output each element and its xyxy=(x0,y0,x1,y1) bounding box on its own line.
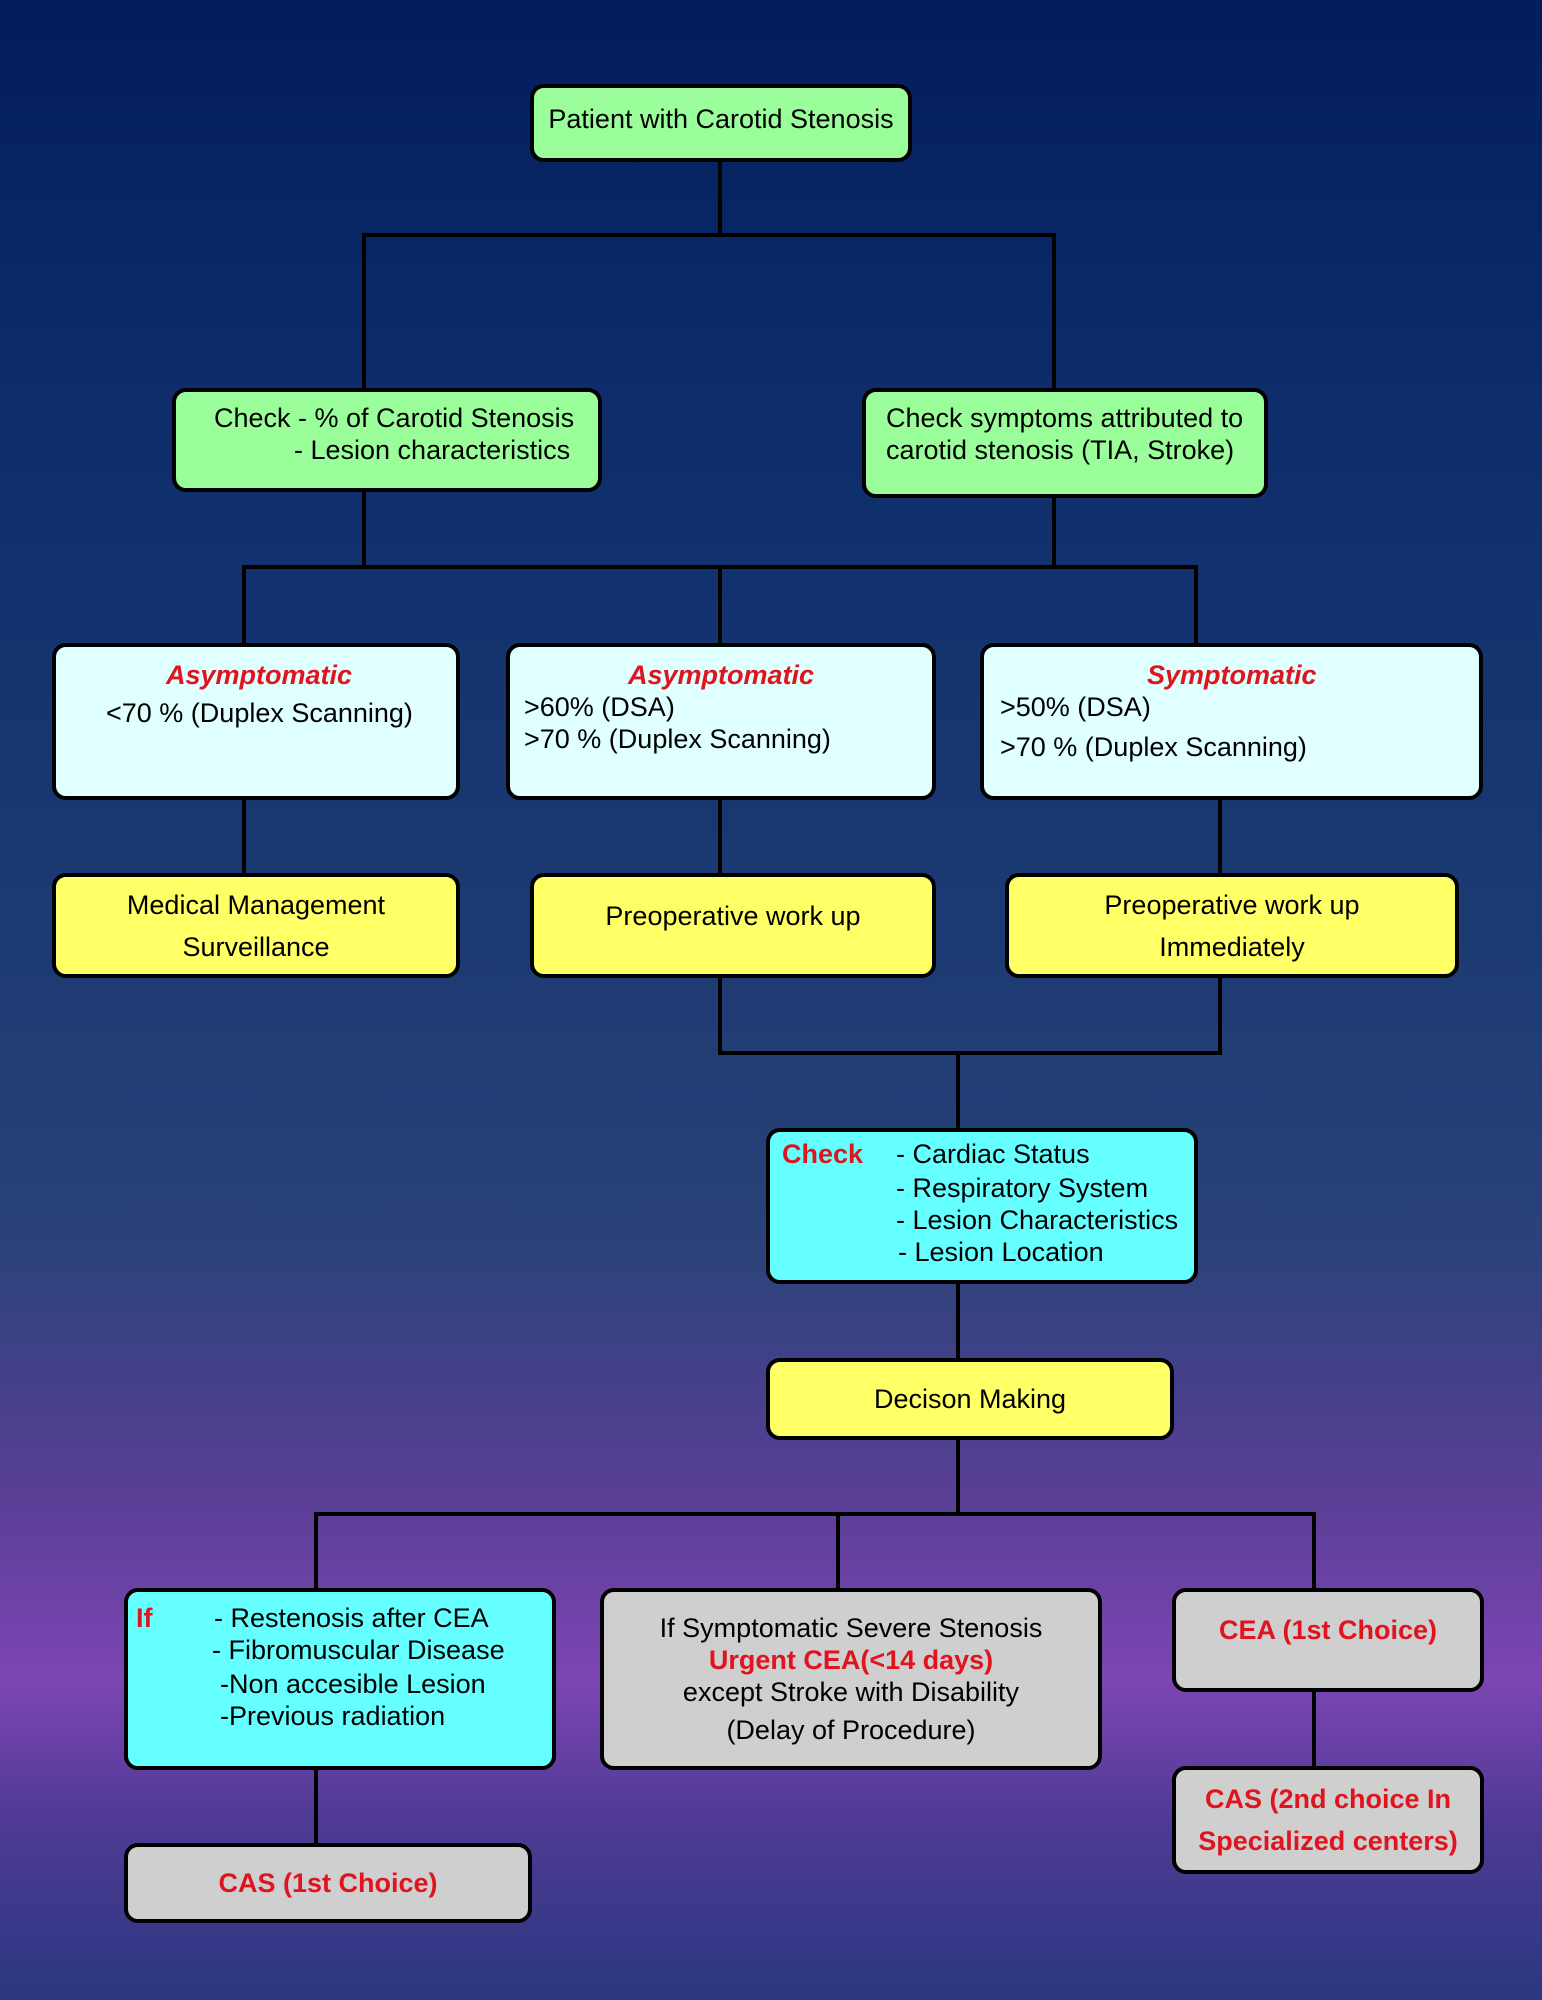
node-heading: Asymptomatic xyxy=(166,660,353,690)
node-line-1: Check symptoms attributed to xyxy=(886,403,1244,433)
node-patient-with-carotid-stenosis: Patient with Carotid Stenosis xyxy=(530,84,912,162)
node-item: - Fibromuscular Disease xyxy=(212,1635,505,1665)
node-item: - Lesion Location xyxy=(898,1237,1104,1267)
node-line-1: >60% (DSA) xyxy=(524,692,675,722)
node-label: Check xyxy=(782,1139,864,1169)
node-line-2: Immediately xyxy=(1159,931,1305,962)
node-text: CAS (1st Choice) xyxy=(218,1867,438,1898)
node-line-1: Medical Management xyxy=(126,889,386,920)
node-check-symptoms: Check symptoms attributed to carotid ste… xyxy=(862,388,1268,498)
node-item: - Restenosis after CEA xyxy=(214,1603,489,1633)
node-item: -Non accesible Lesion xyxy=(220,1669,486,1699)
node-line-1: Check - % of Carotid Stenosis xyxy=(214,403,575,433)
node-line-1: >50% (DSA) xyxy=(1000,692,1151,722)
node-asymptomatic-low: Asymptomatic <70 % (Duplex Scanning) xyxy=(52,643,460,800)
connector-decision-split xyxy=(314,1436,1316,1592)
node-decision-making: Decison Making xyxy=(766,1358,1174,1440)
node-preoperative-immediately: Preoperative work up Immediately xyxy=(1005,873,1459,978)
node-line-1: If Symptomatic Severe Stenosis xyxy=(659,1613,1043,1643)
node-line-1: Preoperative work up xyxy=(1104,889,1360,920)
node-label: If xyxy=(136,1603,153,1633)
connector-root-split xyxy=(362,158,1056,392)
node-check-stenosis: Check - % of Carotid Stenosis - Lesion c… xyxy=(172,388,602,492)
node-line-1: CAS (2nd choice In xyxy=(1204,1784,1452,1814)
node-text: CEA (1st Choice) xyxy=(1218,1614,1438,1645)
node-item: - Lesion Characteristics xyxy=(896,1205,1179,1235)
node-item: -Previous radiation xyxy=(220,1701,446,1731)
node-preoperative-work-up: Preoperative work up xyxy=(530,873,936,978)
connector-level3-down xyxy=(242,796,1222,877)
node-line-4: (Delay of Procedure) xyxy=(726,1715,976,1745)
node-text: Patient with Carotid Stenosis xyxy=(548,103,894,134)
connector-preop-merge xyxy=(718,974,1222,1132)
node-heading: Symptomatic xyxy=(1147,660,1317,690)
node-cas-second-choice: CAS (2nd choice In Specialized centers) xyxy=(1172,1766,1484,1874)
node-text: Decison Making xyxy=(873,1383,1067,1414)
node-line-2: Specialized centers) xyxy=(1198,1826,1458,1856)
node-line-2: >70 % (Duplex Scanning) xyxy=(1000,732,1307,762)
node-item: - Cardiac Status xyxy=(896,1139,1090,1169)
node-text: Preoperative work up xyxy=(605,901,861,931)
node-symptomatic: Symptomatic >50% (DSA) >70 % (Duplex Sca… xyxy=(980,643,1483,800)
node-item: - Respiratory System xyxy=(896,1173,1149,1203)
node-line-2: carotid stenosis (TIA, Stroke) xyxy=(886,435,1235,465)
node-line-3: except Stroke with Disability xyxy=(682,1677,1020,1707)
node-cea-first-choice: CEA (1st Choice) xyxy=(1172,1588,1484,1692)
node-line-2: Surveillance xyxy=(182,931,330,962)
node-line-2: Urgent CEA(<14 days) xyxy=(708,1645,994,1675)
node-urgent-cea: If Symptomatic Severe Stenosis Urgent CE… xyxy=(600,1588,1102,1770)
node-medical-management: Medical Management Surveillance xyxy=(52,873,460,978)
node-line-2: - Lesion characteristics xyxy=(294,435,571,465)
connector-level2-split xyxy=(242,488,1198,647)
node-asymptomatic-high: Asymptomatic >60% (DSA) >70 % (Duplex Sc… xyxy=(506,643,936,800)
node-line-2: >70 % (Duplex Scanning) xyxy=(524,724,831,754)
node-if-conditions: If - Restenosis after CEA - Fibromuscula… xyxy=(124,1588,556,1770)
node-check-status: Check - Cardiac Status - Respiratory Sys… xyxy=(766,1128,1198,1284)
node-line-1: <70 % (Duplex Scanning) xyxy=(106,698,413,728)
node-cas-first-choice: CAS (1st Choice) xyxy=(124,1843,532,1923)
node-heading: Asymptomatic xyxy=(628,660,815,690)
